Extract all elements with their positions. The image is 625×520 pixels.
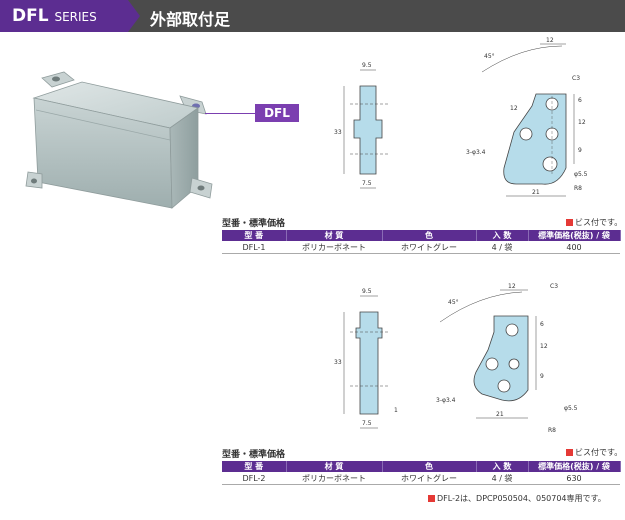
col-part-number: 型 番 — [222, 461, 287, 472]
dfl1-width-dim: 12 — [546, 37, 554, 44]
dfl2-side-gap-dim: 1 — [394, 407, 398, 414]
dfl1-side-bottom-dim: 7.5 — [362, 180, 372, 187]
dfl2-width-dim: 12 — [508, 283, 516, 290]
red-square-icon — [566, 449, 573, 456]
dfl2-angle-dim: 45° — [448, 299, 459, 306]
cell-color: ホワイトグレー — [382, 241, 476, 254]
header-bar: DFL SERIES 外部取付足 — [0, 0, 625, 32]
col-color: 色 — [382, 230, 477, 241]
dfl2-radius-dim: R8 — [548, 427, 556, 434]
dfl2-chamfer-dim: C3 — [550, 283, 558, 290]
dfl2-side-view: 9.5 33 1 7.5 — [334, 288, 398, 429]
dfl2-side-height-dim: 33 — [334, 359, 342, 366]
dfl1-side-view: 9.5 33 7.5 — [334, 62, 388, 189]
dfl2-base-dim: 21 — [496, 411, 504, 418]
dfl2-d2-dim: 12 — [540, 343, 548, 350]
dfl1-angle-dim: 45° — [484, 53, 495, 60]
col-quantity: 入 数 — [476, 230, 529, 241]
dfl2-large-hole-dim: φ5.5 — [564, 405, 578, 412]
enclosure-photo — [25, 71, 213, 209]
dfl2-front-view: 45° 12 C3 6 12 9 3-φ3.4 21 φ5.5 R8 — [436, 283, 578, 434]
dfl2-small-hole-dim: 3-φ3.4 — [436, 397, 456, 404]
dfl1-d2-dim: 12 — [578, 119, 586, 126]
dfl1-d1-dim: 6 — [578, 97, 582, 104]
dfl2-d3-dim: 9 — [540, 373, 544, 380]
dfl2-d1-dim: 6 — [540, 321, 544, 328]
dfl2-note: ビス付です。 — [566, 447, 622, 458]
cell-material: ポリカーボネート — [286, 241, 382, 254]
dfl1-side-top-dim: 9.5 — [362, 62, 372, 69]
cell-quantity: 4 / 袋 — [476, 472, 528, 485]
dfl1-chamfer-dim: C3 — [572, 75, 580, 82]
red-square-icon — [428, 495, 435, 502]
dfl1-d3-dim: 9 — [578, 147, 582, 154]
cell-price: 400 — [528, 241, 620, 254]
col-color: 色 — [382, 461, 477, 472]
cell-price: 630 — [528, 472, 620, 485]
dfl1-large-hole-dim: φ5.5 — [574, 171, 588, 178]
product-tag-leader — [205, 113, 255, 114]
series-banner: DFL SERIES — [0, 0, 140, 32]
col-price: 標準価格(税抜) / 袋 — [528, 461, 621, 472]
dfl1-note: ビス付です。 — [566, 217, 622, 228]
table-header-row: 型 番 材 質 色 入 数 標準価格(税抜) / 袋 — [222, 230, 621, 241]
dfl1-spec-table: 型 番 材 質 色 入 数 標準価格(税抜) / 袋 DFL-1 ポリカーボネー… — [222, 230, 621, 254]
red-square-icon — [566, 219, 573, 226]
col-material: 材 質 — [286, 461, 383, 472]
dfl2-spec-table: 型 番 材 質 色 入 数 標準価格(税抜) / 袋 DFL-2 ポリカーボネー… — [222, 461, 621, 485]
cell-material: ポリカーボネート — [286, 472, 382, 485]
col-part-number: 型 番 — [222, 230, 287, 241]
cell-part-number: DFL-2 — [222, 472, 286, 485]
table-row: DFL-1 ポリカーボネート ホワイトグレー 4 / 袋 400 — [222, 241, 620, 254]
mounting-foot-top-left — [41, 71, 75, 88]
dfl2-side-bottom-dim: 7.5 — [362, 420, 372, 427]
cell-quantity: 4 / 袋 — [476, 241, 528, 254]
dfl1-front-view: 45° 12 C3 6 12 9 12 3-φ3.4 φ5.5 21 R8 — [466, 37, 588, 197]
page-title: 外部取付足 — [150, 10, 231, 29]
cell-part-number: DFL-1 — [222, 241, 286, 254]
dfl1-radius-dim: R8 — [574, 185, 582, 192]
table-header-row: 型 番 材 質 色 入 数 標準価格(税抜) / 袋 — [222, 461, 621, 472]
dfl1-base-dim: 21 — [532, 189, 540, 196]
cell-color: ホワイトグレー — [382, 472, 476, 485]
dfl1-small-hole-dim: 3-φ3.4 — [466, 149, 486, 156]
dfl1-v1-dim: 12 — [510, 105, 518, 112]
col-quantity: 入 数 — [476, 461, 529, 472]
dfl2-section-label: 型番・標準価格 — [222, 450, 286, 460]
col-material: 材 質 — [286, 230, 383, 241]
dfl1-side-height-dim: 33 — [334, 129, 342, 136]
mounting-foot-bottom-right — [189, 177, 213, 199]
col-price: 標準価格(税抜) / 袋 — [528, 230, 621, 241]
product-tag: DFL — [255, 104, 299, 122]
mounting-foot-bottom-left — [25, 171, 43, 189]
dfl2-side-top-dim: 9.5 — [362, 288, 372, 295]
series-title: DFL SERIES — [12, 6, 97, 26]
dfl1-section-label: 型番・標準価格 — [222, 219, 286, 229]
dfl2-footnote: DFL-2は、DPCP050504、050704専用です。 — [428, 493, 606, 504]
table-row: DFL-2 ポリカーボネート ホワイトグレー 4 / 袋 630 — [222, 472, 620, 485]
